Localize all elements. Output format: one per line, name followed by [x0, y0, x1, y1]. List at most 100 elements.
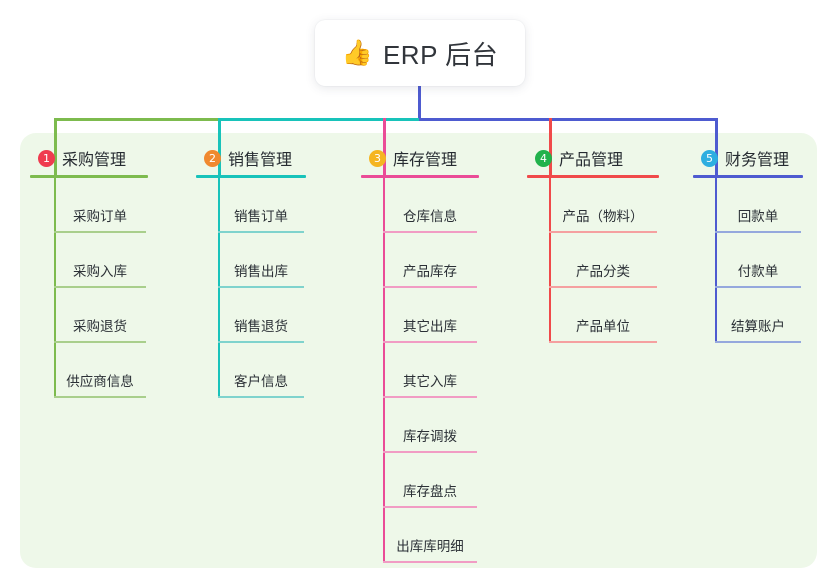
root-stem — [418, 86, 421, 121]
leaf-label: 其它入库 — [403, 374, 457, 389]
leaf-rule — [549, 286, 657, 288]
leaf-label: 库存盘点 — [403, 484, 457, 499]
leaf-rule — [218, 286, 304, 288]
branch-leaf-list: 销售订单销售出库销售退货客户信息 — [196, 178, 336, 398]
bus-segment-teal — [218, 118, 422, 121]
leaf-node[interactable]: 产品库存 — [361, 233, 511, 288]
leaf-node[interactable]: 回款单 — [693, 178, 833, 233]
leaf-node[interactable]: 出库库明细 — [361, 508, 511, 563]
branch-leaf-list: 产品（物料） 产品分类产品单位 — [527, 178, 677, 343]
leaf-label: 供应商信息 — [66, 374, 134, 389]
leaf-rule — [383, 396, 477, 398]
branch-header-1[interactable]: 1 采购管理 — [30, 146, 180, 170]
branch-number-badge: 3 — [369, 149, 386, 167]
branch-drop-1 — [54, 118, 57, 176]
leaf-node[interactable]: 结算账户 — [693, 288, 833, 343]
leaf-node[interactable]: 付款单 — [693, 233, 833, 288]
leaf-node[interactable]: 销售退货 — [196, 288, 336, 343]
leaf-label: 付款单 — [737, 264, 779, 279]
branch-column-4: 4 产品管理产品（物料） 产品分类产品单位 — [527, 146, 677, 343]
leaf-node[interactable]: 销售订单 — [196, 178, 336, 233]
leaf-label: 回款单 — [737, 209, 779, 224]
leaf-label: 其它出库 — [403, 319, 457, 334]
root-node[interactable]: 👍 ERP 后台 — [315, 20, 525, 86]
branch-leaf-list: 采购订单采购入库采购退货供应商信息 — [30, 178, 180, 398]
branch-header-rule — [30, 175, 148, 178]
diagram-panel — [20, 133, 817, 568]
branch-title: 财务管理 — [725, 152, 790, 169]
branch-column-5: 5 财务管理回款单付款单结算账户 — [693, 146, 833, 343]
leaf-rule — [383, 341, 477, 343]
branch-number-badge: 2 — [204, 149, 221, 167]
branch-spine — [218, 178, 220, 398]
leaf-node[interactable]: 销售出库 — [196, 233, 336, 288]
thumbs-up-icon: 👍 — [341, 38, 373, 67]
bus-segment-blue — [419, 118, 718, 121]
branch-title: 采购管理 — [62, 152, 127, 169]
branch-header-3[interactable]: 3 库存管理 — [361, 146, 511, 170]
branch-header-rule — [361, 175, 479, 178]
leaf-label: 库存调拨 — [403, 429, 457, 444]
branch-drop-4 — [549, 118, 552, 176]
leaf-label: 销售订单 — [234, 209, 288, 224]
leaf-node[interactable]: 其它入库 — [361, 343, 511, 398]
branch-number-badge: 5 — [701, 149, 718, 167]
branch-column-2: 2 销售管理销售订单销售出库销售退货客户信息 — [196, 146, 336, 398]
branch-header-rule — [693, 175, 803, 178]
leaf-node[interactable]: 其它出库 — [361, 288, 511, 343]
leaf-rule — [383, 451, 477, 453]
leaf-label: 出库库明细 — [396, 539, 464, 554]
branch-spine — [549, 178, 551, 343]
branch-spine — [54, 178, 56, 398]
branch-header-4[interactable]: 4 产品管理 — [527, 146, 677, 170]
leaf-rule — [383, 231, 477, 233]
branch-number-badge: 1 — [38, 149, 55, 167]
leaf-label: 客户信息 — [234, 374, 288, 389]
leaf-rule — [218, 231, 304, 233]
branch-number-badge: 4 — [535, 149, 552, 167]
branch-header-5[interactable]: 5 财务管理 — [693, 146, 833, 170]
leaf-label: 产品库存 — [403, 264, 457, 279]
leaf-label: 仓库信息 — [403, 209, 457, 224]
leaf-label: 产品分类 — [576, 264, 630, 279]
leaf-rule — [715, 231, 801, 233]
branch-column-3: 3 库存管理仓库信息产品库存其它出库其它入库库存调拨库存盘点出库库明细 — [361, 146, 511, 563]
leaf-rule — [54, 396, 146, 398]
leaf-label: 采购入库 — [73, 264, 127, 279]
leaf-node[interactable]: 产品单位 — [527, 288, 677, 343]
leaf-node[interactable]: 产品（物料） — [527, 178, 677, 233]
leaf-label: 采购订单 — [73, 209, 127, 224]
branch-drop-5 — [715, 118, 718, 176]
branch-title: 销售管理 — [228, 152, 293, 169]
leaf-rule — [54, 286, 146, 288]
branch-header-rule — [196, 175, 306, 178]
leaf-node[interactable]: 库存盘点 — [361, 453, 511, 508]
leaf-label: 销售出库 — [234, 264, 288, 279]
leaf-label: 采购退货 — [73, 319, 127, 334]
branch-header-2[interactable]: 2 销售管理 — [196, 146, 336, 170]
branch-spine — [715, 178, 717, 343]
leaf-label: 产品单位 — [576, 319, 630, 334]
leaf-rule — [218, 396, 304, 398]
branch-header-rule — [527, 175, 659, 178]
branch-title: 产品管理 — [559, 152, 624, 169]
leaf-rule — [715, 341, 801, 343]
leaf-rule — [549, 341, 657, 343]
leaf-node[interactable]: 采购订单 — [30, 178, 180, 233]
leaf-node[interactable]: 库存调拨 — [361, 398, 511, 453]
branch-title: 库存管理 — [393, 152, 458, 169]
leaf-node[interactable]: 采购退货 — [30, 288, 180, 343]
branch-drop-2 — [218, 118, 221, 176]
leaf-node[interactable]: 客户信息 — [196, 343, 336, 398]
leaf-node[interactable]: 供应商信息 — [30, 343, 180, 398]
leaf-label: 销售退货 — [234, 319, 288, 334]
leaf-node[interactable]: 产品分类 — [527, 233, 677, 288]
leaf-label: 产品（物料） — [562, 209, 644, 224]
branch-column-1: 1 采购管理采购订单采购入库采购退货供应商信息 — [30, 146, 180, 398]
leaf-rule — [218, 341, 304, 343]
leaf-node[interactable]: 仓库信息 — [361, 178, 511, 233]
leaf-rule — [549, 231, 657, 233]
leaf-rule — [383, 286, 477, 288]
leaf-node[interactable]: 采购入库 — [30, 233, 180, 288]
